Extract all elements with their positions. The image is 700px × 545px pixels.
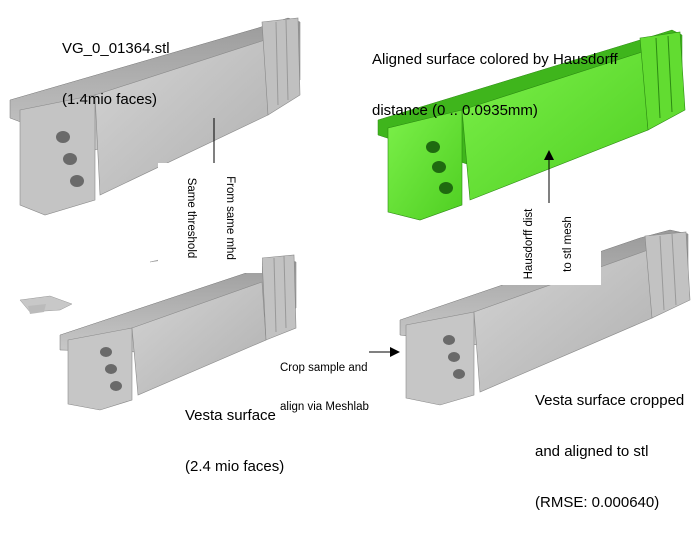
crop-label: Crop sample and align via Meshlab xyxy=(280,336,369,440)
aligned-holes xyxy=(426,141,453,194)
stl-holes xyxy=(56,131,84,187)
same-mhd-line-2: Same threshold xyxy=(185,177,197,259)
vesta-model xyxy=(19,233,297,411)
vesta-line-2: (2.4 mio faces) xyxy=(185,458,285,475)
hausdorff-line-1: Hausdorff dist xyxy=(523,208,535,280)
hausdorff-line-2: to stl mesh xyxy=(562,216,574,272)
same-mhd-line-1: From same mhd xyxy=(224,176,236,260)
vesta-line-1: Vesta surface xyxy=(185,407,276,424)
aligned-title: Aligned surface colored by Hausdorff dis… xyxy=(372,17,618,153)
stl-faces-text: (1.4mio faces) xyxy=(62,91,158,108)
models-layer xyxy=(9,17,691,411)
aligned-model xyxy=(377,29,686,221)
cropped-title: Vesta surface cropped and aligned to stl… xyxy=(535,358,684,545)
aligned-line-2: distance (0 .. 0.0935mm) xyxy=(372,102,538,119)
cropped-holes xyxy=(443,335,465,379)
cropped-line-3: (RMSE: 0.000640) xyxy=(535,494,660,511)
stl-title: VG_0_01364.stl (1.4mio faces) xyxy=(62,6,170,142)
aligned-line-1: Aligned surface colored by Hausdorff xyxy=(372,51,618,68)
crop-line-1: Crop sample and xyxy=(280,362,368,374)
hausdorff-label: Hausdorff dist to stl mesh xyxy=(497,203,601,285)
cropped-line-2: and aligned to stl xyxy=(535,443,649,460)
vesta-holes xyxy=(100,347,122,391)
stl-name-text: VG_0_01364.stl xyxy=(62,40,170,57)
cropped-model xyxy=(399,229,691,406)
cropped-line-1: Vesta surface cropped xyxy=(535,392,685,409)
same-mhd-label: From same mhd Same threshold xyxy=(158,163,262,273)
stl-model xyxy=(9,17,301,216)
crop-line-2: align via Meshlab xyxy=(280,401,369,413)
vesta-title: Vesta surface (2.4 mio faces) xyxy=(185,373,284,509)
figure-canvas: VG_0_01364.stl (1.4mio faces) Aligned su… xyxy=(9,6,691,511)
